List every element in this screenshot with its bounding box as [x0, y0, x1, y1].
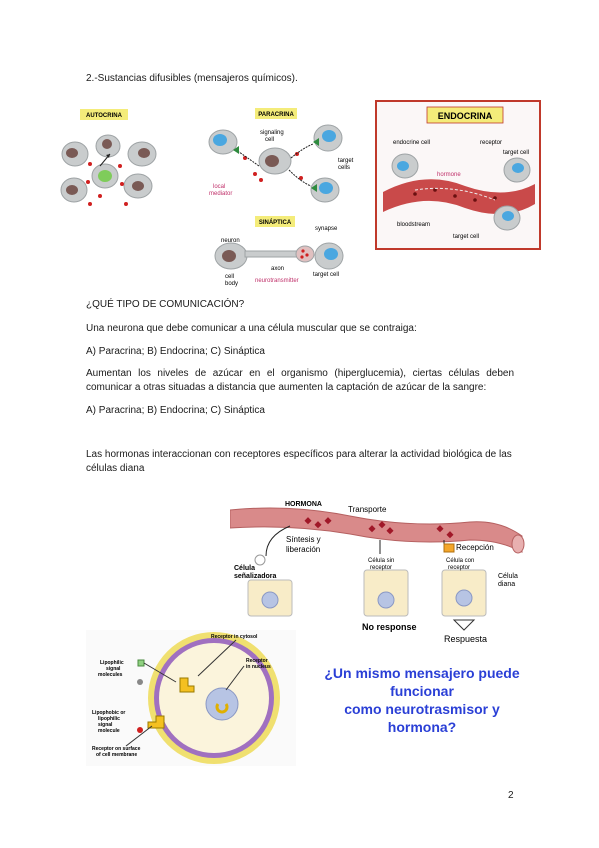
big-question-line-1: ¿Un mismo mensajero puede funcionar: [324, 665, 520, 699]
autocrina-label: AUTOCRINA: [86, 113, 123, 119]
hormones-text: Las hormonas interaccionan con receptore…: [86, 449, 512, 474]
big-question-line-2: como neurotrasmisor y hormona?: [344, 701, 500, 735]
cell-body-label-2: body: [225, 281, 238, 287]
big-question: ¿Un mismo mensajero puede funcionar como…: [312, 664, 532, 736]
celula-diana-label-2: diana: [498, 581, 515, 588]
sinaptica-label: SINÁPTICA: [259, 219, 292, 226]
neurotransmitter-label: neurotransmitter: [255, 278, 299, 284]
question-2-options: A) Paracrina; B) Endocrina; C) Sináptica: [86, 405, 265, 416]
local-mediator-label: local: [213, 184, 225, 190]
page-number: 2: [508, 790, 514, 801]
lipophobic-label: Lipophobic or: [92, 710, 125, 716]
endocrina-label: ENDOCRINA: [438, 111, 493, 121]
sintesis-label: Síntesis y: [286, 535, 321, 544]
lipophilic-label-3: molecules: [98, 672, 123, 678]
target-cell-label: target cell: [313, 272, 339, 278]
celula-con-receptor-label-2: receptor: [448, 565, 470, 571]
transporte-label: Transporte: [348, 505, 387, 514]
cell-body-label: cell: [225, 274, 234, 280]
respuesta-label: Respuesta: [444, 634, 487, 644]
lipophobic-label-4: molecule: [98, 728, 120, 734]
target-cell-bottom-label: target cell: [453, 234, 479, 240]
lipophilic-label: Lipophilic: [100, 660, 124, 666]
question-1: Una neurona que debe comunicar a una cél…: [86, 323, 417, 334]
synapse-label: synapse: [315, 226, 338, 232]
target-cells-label: target: [338, 158, 354, 164]
lipophilic-label-2: signal: [106, 666, 121, 672]
paracrina-label: PARACRINA: [258, 112, 294, 118]
sintesis-label-2: liberación: [286, 545, 320, 554]
celula-diana-label: Célula: [498, 573, 518, 580]
signaling-cell-label: signaling: [260, 130, 284, 136]
endocrine-cell-label: endocrine cell: [393, 140, 430, 146]
hormone-label: hormone: [437, 172, 461, 178]
autocrina-figure: AUTOCRINA: [60, 109, 157, 206]
celula-con-receptor-label: Célula con: [446, 558, 474, 564]
celula-senalizadora-label: Célula: [234, 565, 255, 572]
receptor-cytosol-label: Receptor in cytosol: [211, 634, 258, 640]
signaling-cell-label-2: cell: [265, 137, 274, 143]
target-cell-top-label: target cell: [503, 150, 529, 156]
target-cells-label-2: cells: [338, 165, 350, 171]
page-heading: 2.-Sustancias difusibles (mensajeros quí…: [86, 73, 298, 84]
receptor-label: receptor: [480, 140, 502, 146]
receptor-nucleus-label-2: in nucleus: [246, 664, 271, 670]
sinaptica-figure: SINÁPTICA synapse neuron axon cell body …: [214, 216, 344, 287]
local-mediator-label-2: mediator: [209, 191, 232, 197]
hormona-figure: HORMONA Transporte Síntesis y liberación…: [230, 501, 525, 644]
lipophobic-label-3: signal: [98, 722, 113, 728]
recepcion-label: Recepción: [456, 543, 494, 552]
question-2: Aumentan los niveles de azúcar en el org…: [86, 368, 514, 393]
celula-sin-receptor-label-2: receptor: [370, 565, 392, 571]
question-1-options: A) Paracrina; B) Endocrina; C) Sináptica: [86, 346, 265, 357]
endocrina-figure: ENDOCRINA endocrine cell receptor target…: [375, 100, 541, 250]
surface-label: Receptor on surface: [92, 746, 141, 752]
axon-label: axon: [271, 266, 284, 272]
no-response-label: No response: [362, 622, 417, 632]
surface-label-2: of cell membrane: [96, 752, 137, 758]
lipophobic-label-2: lipophilic: [98, 716, 120, 722]
receptores-figure: Receptor in cytosol Receptor in nucleus …: [86, 630, 296, 766]
paracrina-figure: PARACRINA signaling cell target cells lo…: [208, 108, 354, 203]
receptor-nucleus-label: Receptor: [246, 658, 268, 664]
celula-sin-receptor-label: Célula sin: [368, 558, 394, 564]
section-question: ¿QUÉ TIPO DE COMUNICACIÓN?: [86, 299, 245, 310]
celula-senalizadora-label-2: señalizadora: [234, 573, 277, 580]
hormona-label: HORMONA: [285, 501, 322, 508]
bloodstream-label: bloodstream: [397, 222, 430, 228]
neuron-label: neuron: [221, 238, 240, 244]
